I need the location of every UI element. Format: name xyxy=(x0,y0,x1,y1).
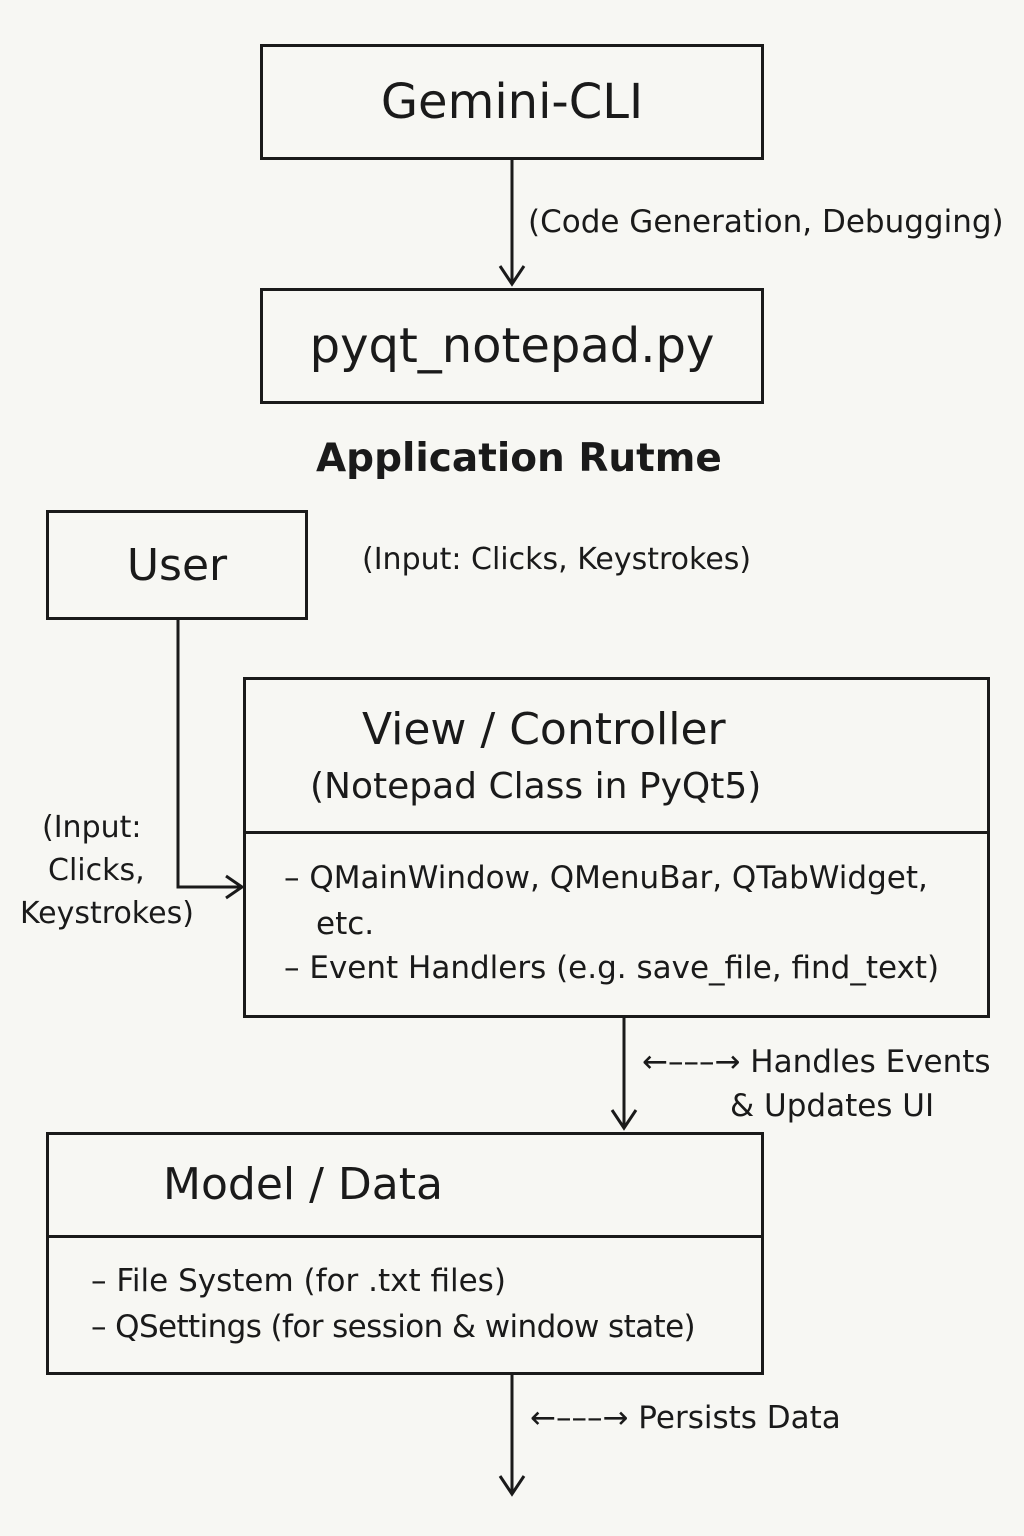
user-arrow-label: (Input: Clicks, Keystrokes) xyxy=(14,806,204,935)
user-to-view-line xyxy=(176,620,240,889)
user-to-view-arrowhead xyxy=(225,874,245,900)
gemini-to-script-arrowhead xyxy=(498,265,526,287)
view-arrow-label-line-1: ←–––→ Handles Events xyxy=(642,1044,991,1080)
model-output-arrowhead xyxy=(498,1475,526,1497)
script-label: pyqt_notepad.py xyxy=(309,318,715,374)
view-controller-item: – QMainWindow, QMenuBar, QTabWidget, xyxy=(284,860,928,896)
view-arrow-label-line-2: & Updates UI xyxy=(730,1088,935,1124)
view-controller-subtitle: (Notepad Class in PyQt5) xyxy=(310,766,762,807)
user-label: User xyxy=(126,539,228,591)
model-data-item: – QSettings (for session & window state) xyxy=(91,1309,696,1345)
view-controller-item: – Event Handlers (e.g. save_file, find_t… xyxy=(284,950,940,986)
view-controller-title: View / Controller xyxy=(362,704,726,755)
view-controller-item: etc. xyxy=(316,906,375,942)
user-arrow-label-line: (Input: xyxy=(42,810,142,845)
view-controller-box: View / Controller (Notepad Class in PyQt… xyxy=(243,677,990,1018)
model-data-title: Model / Data xyxy=(163,1159,443,1210)
gemini-arrow-label: (Code Generation, Debugging) xyxy=(528,204,1004,240)
view-controller-divider xyxy=(246,831,987,834)
model-arrow-label: ←–––→ Persists Data xyxy=(530,1400,841,1436)
user-input-note: (Input: Clicks, Keystrokes) xyxy=(362,542,752,577)
runtime-heading: Application Rutme xyxy=(316,436,722,481)
gemini-cli-label: Gemini-CLI xyxy=(380,74,644,130)
user-arrow-label-line: Keystrokes) xyxy=(20,896,194,931)
user-arrow-label-line: Clicks, xyxy=(48,853,145,888)
model-data-box: Model / Data – File System (for .txt fil… xyxy=(46,1132,764,1375)
model-data-item: – File System (for .txt files) xyxy=(91,1263,506,1299)
user-box: User xyxy=(46,510,308,620)
model-data-divider xyxy=(49,1235,761,1238)
script-box: pyqt_notepad.py xyxy=(260,288,764,404)
view-to-model-arrowhead xyxy=(610,1109,638,1131)
gemini-cli-box: Gemini-CLI xyxy=(260,44,764,160)
